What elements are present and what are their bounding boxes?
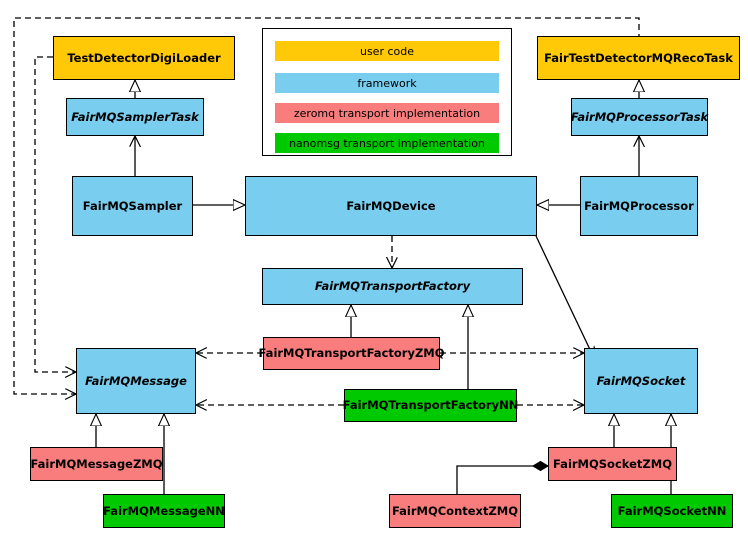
node-fairmq-socket[interactable]: FairMQSocket — [584, 348, 698, 414]
node-fairmq-message[interactable]: FairMQMessage — [76, 348, 196, 414]
node-fairmq-transport-factory-zmq[interactable]: FairMQTransportFactoryZMQ — [259, 337, 445, 370]
node-fairmq-socket-nn[interactable]: FairMQSocketNN — [611, 494, 733, 528]
edge-digiloader-to-message — [34, 56, 76, 372]
node-fairmq-socket-zmq[interactable]: FairMQSocketZMQ — [548, 447, 677, 481]
node-fairmq-sampler-task[interactable]: FairMQSamplerTask — [66, 98, 204, 136]
legend-item-nanomsg: nanomsg transport implementation — [275, 133, 499, 153]
legend-item-user-code: user code — [275, 41, 499, 61]
node-fairmq-transport-factory[interactable]: FairMQTransportFactory — [262, 268, 523, 305]
node-fairmq-processor[interactable]: FairMQProcessor — [580, 176, 698, 236]
node-test-detector-digi-loader[interactable]: TestDetectorDigiLoader — [53, 36, 235, 80]
node-fairmq-message-zmq[interactable]: FairMQMessageZMQ — [30, 447, 163, 481]
node-fairmq-message-nn[interactable]: FairMQMessageNN — [103, 494, 225, 528]
node-fairmq-device[interactable]: FairMQDevice — [245, 176, 537, 236]
edge-contextzmq-to-socketzmq — [456, 466, 548, 494]
node-fairmq-context-zmq[interactable]: FairMQContextZMQ — [389, 494, 521, 528]
legend-item-zeromq: zeromq transport implementation — [275, 103, 499, 123]
node-fairmq-transport-factory-nn[interactable]: FairMQTransportFactoryNN — [343, 389, 518, 422]
edge-device-to-socket — [535, 235, 594, 358]
node-fairmq-sampler[interactable]: FairMQSampler — [72, 176, 193, 236]
legend-item-framework: framework — [275, 73, 499, 93]
legend-panel: user code framework zeromq transport imp… — [262, 28, 512, 156]
node-fair-test-detector-mq-reco-task[interactable]: FairTestDetectorMQRecoTask — [537, 36, 740, 80]
node-fairmq-processor-task[interactable]: FairMQProcessorTask — [571, 98, 708, 136]
edge-recotask-to-message — [13, 17, 640, 394]
